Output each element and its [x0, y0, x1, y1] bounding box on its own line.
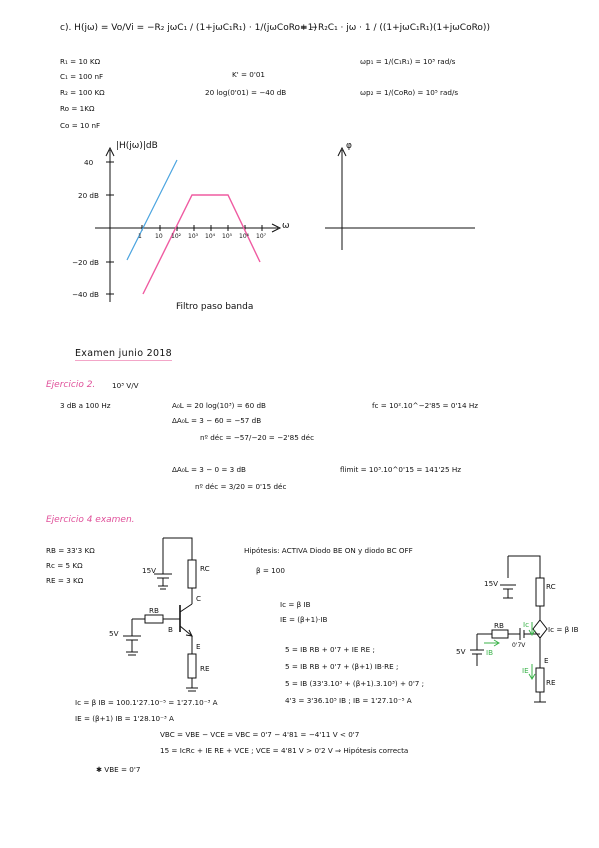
current-arrows: [484, 622, 536, 680]
eq-label-re: RE: [546, 678, 556, 687]
ic-result: Ic = β IB = 100.1'27.10⁻⁵ = 1'27.10⁻³ A: [75, 698, 218, 707]
ej4-rb: RB = 33'3 KΩ: [46, 546, 95, 555]
pole-2: ωp₂ = 1/(CoRo) = 10⁵ rad/s: [360, 88, 459, 97]
param-r2: R₂ = 100 KΩ: [60, 88, 105, 97]
xtick-1e5: 10⁵: [222, 233, 233, 240]
phase-label: φ: [346, 141, 352, 151]
ytick-40: 40: [84, 158, 94, 167]
bjt-circuit-equivalent: [470, 555, 548, 703]
bjt-circuit-main: [123, 537, 198, 692]
label-rb: RB: [149, 606, 159, 615]
kvl-2: 5 = IB RB + 0'7 + (β+1) IB·RE ;: [285, 662, 399, 671]
eq-label-rc: RC: [546, 582, 556, 591]
ej4-title: Ejercicio 4 examen.: [46, 515, 135, 525]
kvl-4: 4'3 = 3'36.10⁵ IB ; IB = 1'27.10⁻⁵ A: [285, 696, 412, 705]
xtick-1e4: 10⁴: [205, 233, 216, 240]
bode-ylabel: |H(jω)|dB: [116, 141, 158, 151]
ej4-rc: Rc = 5 KΩ: [46, 561, 83, 570]
label-c: C: [196, 594, 202, 603]
vbe-note: ✱ VBE = 0'7: [96, 765, 141, 774]
ej2-fc: fc = 10².10^−2'85 = 0'14 Hz: [372, 401, 479, 410]
phase-axes: [325, 146, 475, 250]
ej2-decades2: nº déc = 3/20 = 0'15 déc: [195, 482, 287, 491]
xtick-1e6: 10⁶: [239, 233, 250, 240]
label-e: E: [196, 642, 201, 651]
transfer-function-eq-simplified: = −R₂C₁ · jω · 1 / ((1+jωC₁R₁)(1+jωCoRo)…: [300, 23, 490, 33]
eq-label-e: E: [544, 656, 549, 665]
xtick-1: 1: [138, 233, 142, 240]
label-b: B: [168, 625, 173, 634]
ej2-decades: nº déc = −57/−20 = −2'85 déc: [200, 433, 315, 442]
eq-label-rb: RB: [494, 621, 504, 630]
label-rc: RC: [200, 564, 210, 573]
vce-result: 15 = IcRc + IE RE + VCE ; VCE = 4'81 V >…: [160, 746, 409, 755]
magnitude-axes: [95, 146, 282, 302]
asymptote-line: [126, 159, 178, 261]
pole-1: ωp₁ = 1/(C₁R₁) = 10³ rad/s: [360, 57, 456, 66]
omega-label: ω: [282, 221, 290, 231]
kvl-3: 5 = IB (33'3.10³ + (β+1).3.10³) + 0'7 ;: [285, 679, 425, 688]
ytick-20: 20 dB: [78, 191, 99, 200]
ic-eq: Ic = β IB: [280, 600, 311, 609]
ytick-m20: −20 dB: [72, 258, 99, 267]
label-15v: 15V: [142, 566, 157, 575]
beta: β = 100: [256, 566, 285, 575]
eq-label-ie: IE: [522, 666, 529, 675]
param-c1: C₁ = 100 nF: [60, 72, 104, 81]
bode-caption: Filtro paso banda: [176, 302, 254, 312]
ej2-bw: 3 dB a 100 Hz: [60, 401, 111, 410]
bandpass-response: [142, 194, 261, 295]
transfer-function-eq: c). H(jω) = Vo/Vi = −R₂ jωC₁ / (1+jωC₁R₁…: [60, 23, 317, 33]
eq-label-source: Ic = β IB: [548, 625, 579, 634]
ie-result: IE = (β+1) IB = 1'28.10⁻³ A: [75, 714, 174, 723]
kvl-1: 5 = IB RB + 0'7 + IE RE ;: [285, 645, 375, 654]
eq-label-ic: Ic: [523, 620, 530, 629]
ej2-delta: ΔA₀L = 3 − 60 = −57 dB: [172, 416, 262, 425]
hypothesis: Hipótesis: ACTIVA Diodo BE ON y diodo BC…: [244, 546, 413, 555]
xtick-10: 10: [155, 233, 163, 240]
eq-label-vbe: 0'7V: [512, 642, 526, 649]
ytick-m40: −40 dB: [72, 290, 99, 299]
eq-label-5v: 5V: [456, 647, 466, 656]
ej2-gain: 10³ V/V: [112, 381, 139, 390]
xtick-100: 10²: [171, 233, 182, 240]
ej2-title: Ejercicio 2.: [46, 380, 96, 390]
ej4-re: RE = 3 KΩ: [46, 576, 84, 585]
xtick-1e3: 10³: [188, 233, 199, 240]
label-5v: 5V: [109, 629, 119, 638]
param-co: Co = 10 nF: [60, 121, 101, 130]
label-re: RE: [200, 664, 210, 673]
ie-eq: IE = (β+1)·IB: [280, 615, 328, 624]
xtick-1e7: 10⁷: [256, 233, 267, 240]
k-value: K' = 0'01: [232, 70, 265, 79]
vbc-result: VBC = VBE − VCE = VBC = 0'7 − 4'81 = −4'…: [160, 730, 360, 739]
param-r1: R₁ = 10 KΩ: [60, 57, 101, 66]
param-ro: Ro = 1KΩ: [60, 104, 95, 113]
eq-label-15v: 15V: [484, 579, 499, 588]
eq-label-ib: IB: [486, 648, 494, 657]
ej2-aol: A₀L = 20 log(10³) = 60 dB: [172, 401, 266, 410]
ej2-delta2: ΔA₀L = 3 − 0 = 3 dB: [172, 465, 246, 474]
ej2-flimit: flimit = 10³.10^0'15 = 141'25 Hz: [340, 465, 462, 474]
exam-title: Examen junio 2018: [75, 348, 173, 361]
k-db: 20 log(0'01) = −40 dB: [205, 88, 287, 97]
